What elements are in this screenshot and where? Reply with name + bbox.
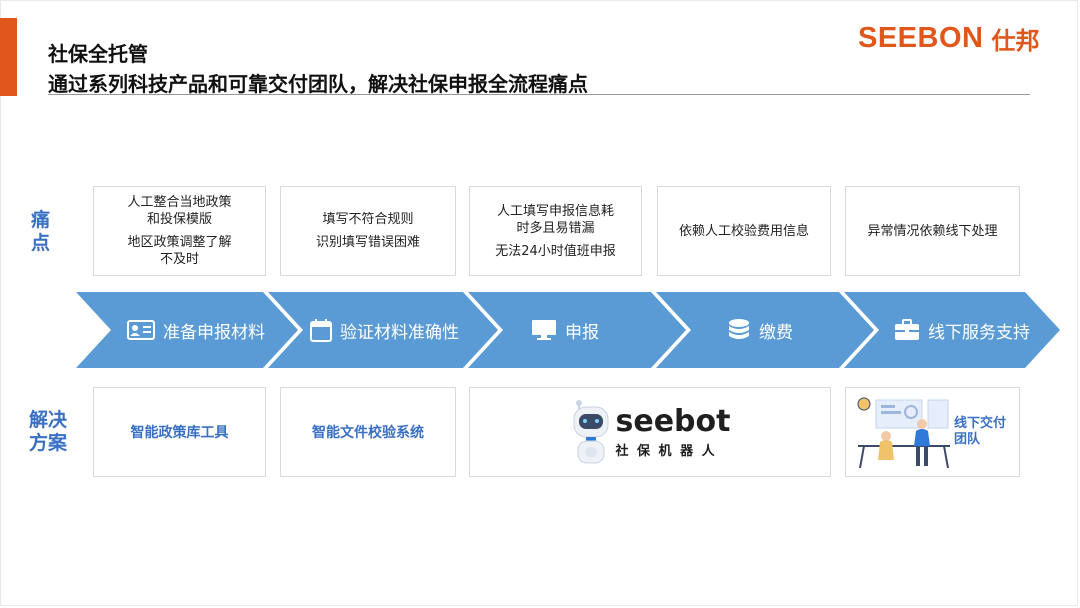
pain-text: 时多且易错漏 xyxy=(516,220,595,236)
logo-text: SEEBON xyxy=(858,21,984,54)
solution-seebot: seebot 社 保 机 器 人 xyxy=(469,387,831,477)
solution-text: 智能政策库工具 xyxy=(130,425,229,441)
pain-text: 依赖人工校验费用信息 xyxy=(678,223,809,239)
process-flow: 准备申报材料 验证材料准确性 申报 缴费 线 xyxy=(0,292,1080,368)
seebot-cn: 社 保 机 器 人 xyxy=(615,443,717,459)
pain-box-payment: 依赖人工校验费用信息 xyxy=(657,186,831,276)
pain-box-declare: 人工填写申报信息耗 时多且易错漏 无法24小时值班申报 xyxy=(469,186,642,276)
pain-text: 异常情况依赖线下处理 xyxy=(867,223,998,239)
solution-text: 线下交付团队 xyxy=(954,416,1007,447)
solution-section-label: 解决方案 xyxy=(29,409,68,454)
team-illustration-icon xyxy=(857,397,950,469)
calendar-icon xyxy=(310,319,332,342)
step-prepare: 准备申报材料 xyxy=(127,292,265,368)
step-verify: 验证材料准确性 xyxy=(310,292,459,368)
page-title: 社保全托管 xyxy=(48,42,148,66)
title-accent-bar xyxy=(0,18,17,96)
pain-text: 不及时 xyxy=(159,252,199,267)
step-label-text: 申报 xyxy=(565,322,599,343)
briefcase-icon xyxy=(895,319,919,340)
pain-text: 地区政策调整了解 xyxy=(127,235,232,250)
step-label-text: 验证材料准确性 xyxy=(340,322,459,343)
logo-cn-text: 仕邦 xyxy=(991,26,1040,55)
page-subtitle: 通过系列科技产品和可靠交付团队，解决社保申报全流程痛点 xyxy=(48,72,588,96)
id-card-icon xyxy=(127,320,155,340)
step-label-text: 缴费 xyxy=(759,322,793,343)
solution-offline-team: 线下交付团队 xyxy=(845,387,1020,477)
step-arrow-offline xyxy=(844,292,1060,368)
pain-text: 识别填写错误困难 xyxy=(315,235,420,250)
step-arrow-declare xyxy=(468,292,686,368)
pain-box-prepare: 人工整合当地政策 和投保模版 地区政策调整了解 不及时 xyxy=(93,186,266,276)
seebon-logo: SEEBON 仕邦 xyxy=(858,21,1040,55)
pain-box-verify: 填写不符合规则 识别填写错误困难 xyxy=(280,186,456,276)
pain-text: 人工整合当地政策 xyxy=(127,195,232,210)
step-payment: 缴费 xyxy=(727,292,793,368)
monitor-icon xyxy=(532,320,556,340)
step-arrow-prepare xyxy=(76,292,298,368)
step-arrow-payment xyxy=(656,292,874,368)
seebot-wordmark: seebot 社 保 机 器 人 xyxy=(615,403,731,459)
robot-icon xyxy=(573,400,608,464)
step-declare: 申报 xyxy=(531,292,599,368)
pain-text: 无法24小时值班申报 xyxy=(495,243,616,259)
title-divider xyxy=(48,94,1030,95)
solution-text: 智能文件校验系统 xyxy=(312,425,424,441)
seebot-name: seebot xyxy=(615,403,731,439)
process-arrows xyxy=(76,292,1060,368)
solution-doc-check: 智能文件校验系统 xyxy=(280,387,456,477)
pain-text: 人工填写申报信息耗 xyxy=(496,203,614,219)
step-label-text: 准备申报材料 xyxy=(163,322,265,343)
pain-box-offline: 异常情况依赖线下处理 xyxy=(845,186,1020,276)
pain-text: 填写不符合规则 xyxy=(322,212,414,227)
pain-section-label: 痛点 xyxy=(31,209,51,254)
step-arrow-verify xyxy=(268,292,498,368)
step-label-text: 线下服务支持 xyxy=(928,322,1030,343)
coins-icon xyxy=(729,319,749,339)
step-offline: 线下服务支持 xyxy=(894,292,1030,368)
solution-policy-tool: 智能政策库工具 xyxy=(93,387,266,477)
pain-text: 和投保模版 xyxy=(146,212,212,227)
